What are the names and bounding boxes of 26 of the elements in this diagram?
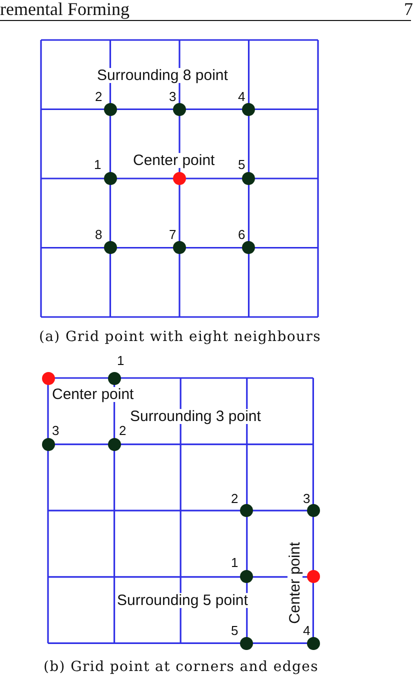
page-number: 7 xyxy=(404,0,413,18)
point-number: 1 xyxy=(117,354,124,367)
point-number: 5 xyxy=(231,624,238,637)
point-number: 5 xyxy=(238,158,246,171)
point-label: Center point xyxy=(133,153,215,168)
running-header: remental Forming xyxy=(0,0,130,18)
point-label: Center point xyxy=(52,387,134,402)
point-number: 1 xyxy=(231,556,238,569)
point-number: 3 xyxy=(303,492,310,505)
point-number: 4 xyxy=(303,624,310,637)
point-number: 6 xyxy=(238,228,246,241)
point-number: 2 xyxy=(95,90,102,103)
point-label: Surrounding 5 point xyxy=(117,593,248,608)
figure-caption: (a) Grid point with eight neighbours xyxy=(38,330,322,344)
point-number: 2 xyxy=(119,424,126,437)
point-number: 3 xyxy=(169,90,176,103)
point-number: 8 xyxy=(95,228,102,241)
point-number: 4 xyxy=(238,90,246,103)
point-number: 1 xyxy=(94,158,102,171)
point-label: Surrounding 3 point xyxy=(130,409,261,424)
point-number: 7 xyxy=(169,228,176,241)
point-label: Center point xyxy=(288,542,302,624)
figure-caption: (b) Grid point at corners and edges xyxy=(43,660,319,674)
point-number: 3 xyxy=(52,424,60,437)
point-number: 2 xyxy=(231,492,238,505)
point-label: Surrounding 8 point xyxy=(97,68,228,83)
